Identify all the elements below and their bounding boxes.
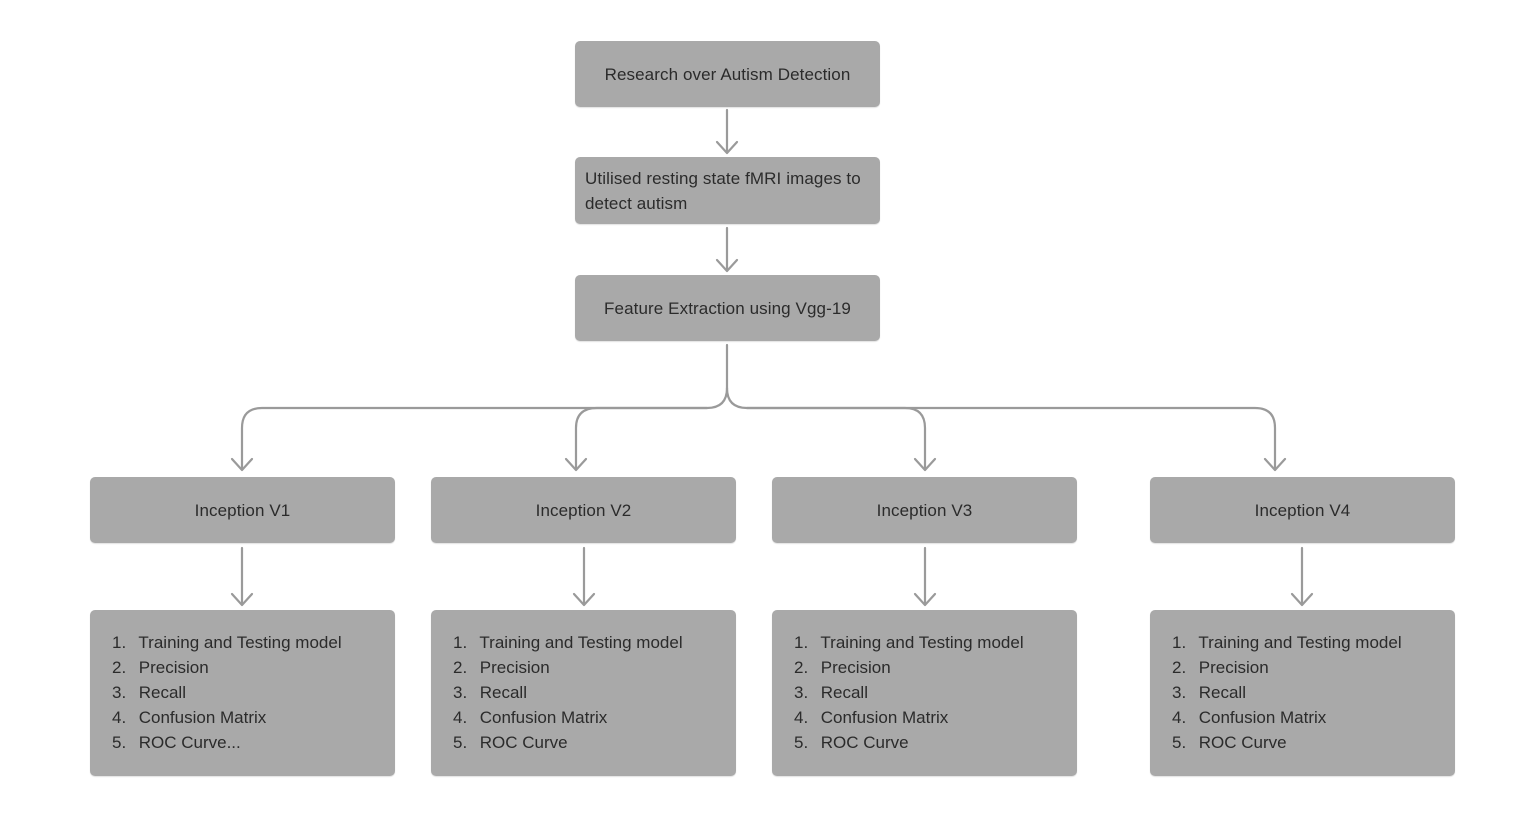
inception-v3-node: Inception V3: [772, 477, 1077, 543]
evaluation-items: 1. Training and Testing model 2. Precisi…: [1172, 630, 1455, 755]
evaluation-list-v3: 1. Training and Testing model 2. Precisi…: [772, 610, 1077, 776]
inception-v2-node: Inception V2: [431, 477, 736, 543]
list-item: 4. Confusion Matrix: [453, 708, 608, 727]
list-item: 5. ROC Curve: [1172, 733, 1287, 752]
branch-inner-left-curve: [574, 406, 709, 470]
evaluation-list-v2: 1. Training and Testing model 2. Precisi…: [431, 610, 736, 776]
list-item: 4. Confusion Matrix: [112, 708, 267, 727]
arrowhead-v4-to-list: [1290, 592, 1314, 607]
list-item: 1. Training and Testing model: [112, 633, 342, 652]
evaluation-list-v1: 1. Training and Testing model 2. Precisi…: [90, 610, 395, 776]
list-item: 2. Precision: [794, 658, 891, 677]
arrowhead-to-inception-v4: [1263, 457, 1287, 472]
branch-right-curve: [725, 386, 1277, 470]
feature-extraction-label: Feature Extraction using Vgg-19: [604, 298, 851, 318]
inception-v1-label: Inception V1: [194, 500, 291, 520]
arrowhead-to-inception-v3: [913, 457, 937, 472]
list-item: 5. ROC Curve...: [112, 733, 241, 752]
list-item: 3. Recall: [112, 683, 186, 702]
inception-v1-node: Inception V1: [90, 477, 395, 543]
branch-inner-right-curve: [745, 406, 927, 470]
list-item: 2. Precision: [453, 658, 550, 677]
list-item: 1. Training and Testing model: [1172, 633, 1402, 652]
list-item: 5. ROC Curve: [794, 733, 909, 752]
list-item: 3. Recall: [453, 683, 527, 702]
arrowhead-fmri-to-vgg: [715, 258, 739, 273]
list-item: 4. Confusion Matrix: [1172, 708, 1327, 727]
evaluation-items: 1. Training and Testing model 2. Precisi…: [112, 630, 395, 755]
arrowhead-to-inception-v1: [230, 457, 254, 472]
arrowhead-v3-to-list: [913, 592, 937, 607]
list-item: 3. Recall: [794, 683, 868, 702]
inception-v4-node: Inception V4: [1150, 477, 1455, 543]
inception-v4-label: Inception V4: [1254, 500, 1351, 520]
list-item: 5. ROC Curve: [453, 733, 568, 752]
evaluation-items: 1. Training and Testing model 2. Precisi…: [794, 630, 1077, 755]
list-item: 4. Confusion Matrix: [794, 708, 949, 727]
feature-extraction-node: Feature Extraction using Vgg-19: [575, 275, 880, 341]
evaluation-list-v4: 1. Training and Testing model 2. Precisi…: [1150, 610, 1455, 776]
list-item: 2. Precision: [1172, 658, 1269, 677]
arrowhead-v1-to-list: [230, 592, 254, 607]
list-item: 2. Precision: [112, 658, 209, 677]
list-item: 3. Recall: [1172, 683, 1246, 702]
arrowhead-research-to-fmri: [715, 140, 739, 155]
arrowhead-to-inception-v2: [564, 457, 588, 472]
research-label: Research over Autism Detection: [604, 64, 851, 84]
list-item: 1. Training and Testing model: [794, 633, 1024, 652]
branch-left-curve: [240, 386, 729, 470]
arrowhead-v2-to-list: [572, 592, 596, 607]
fmri-label: Utilised resting state fMRI images to de…: [585, 168, 861, 213]
research-node: Research over Autism Detection: [575, 41, 880, 107]
list-item: 1. Training and Testing model: [453, 633, 683, 652]
evaluation-items: 1. Training and Testing model 2. Precisi…: [453, 630, 736, 755]
inception-v2-label: Inception V2: [535, 500, 632, 520]
fmri-node: Utilised resting state fMRI images to de…: [575, 157, 880, 224]
inception-v3-label: Inception V3: [876, 500, 973, 520]
